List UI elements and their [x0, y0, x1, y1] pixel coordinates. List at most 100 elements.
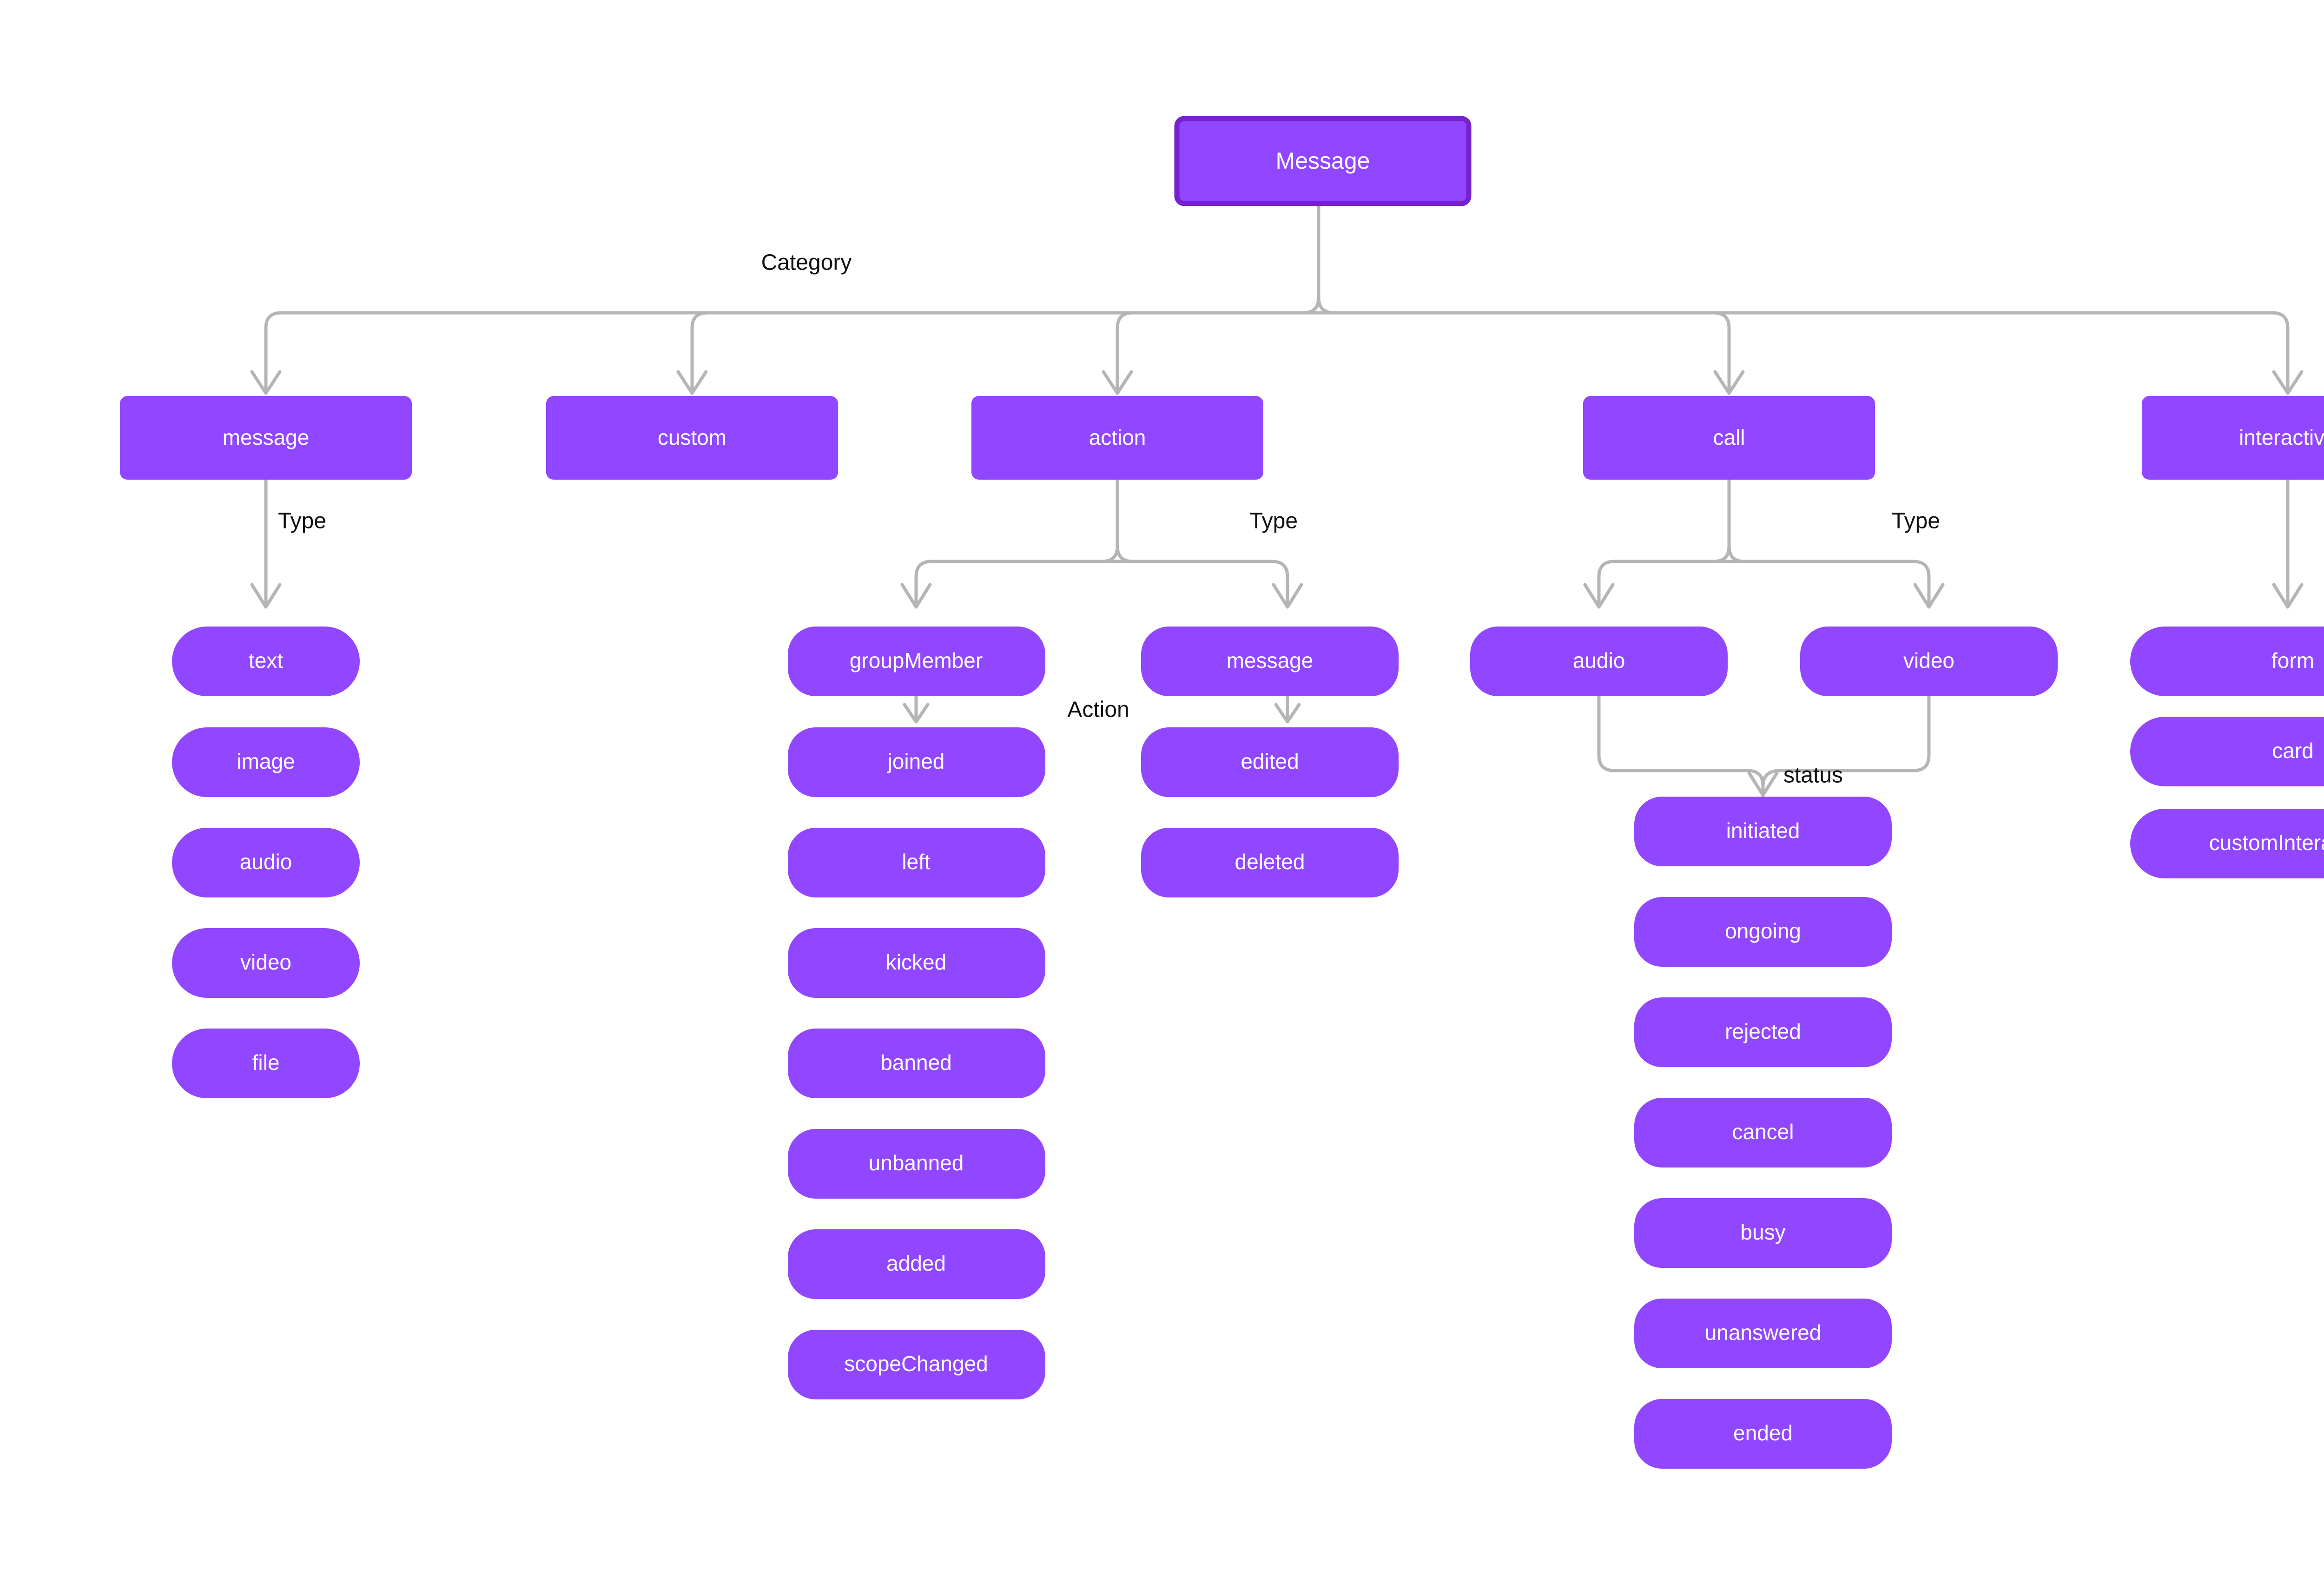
node-category-message[interactable]: message [120, 396, 412, 480]
node-groupmember-action-scopechanged-label: scopeChanged [844, 1352, 988, 1376]
node-call-status-cancel-box[interactable] [1634, 1098, 1892, 1167]
node-groupmember-action-added-box[interactable] [788, 1229, 1045, 1299]
node-groupmember-action-scopechanged-box[interactable] [788, 1330, 1045, 1399]
edge-status-down-right [1761, 769, 1782, 788]
node-interactive-type-form-label: form [2271, 648, 2314, 673]
node-interactive-type-form-box[interactable] [2130, 627, 2324, 696]
node-message-action-deleted-box[interactable] [1141, 828, 1399, 897]
arrowhead-action [1102, 370, 1133, 395]
node-interactive-type-card-box[interactable] [2130, 717, 2324, 786]
node-message-type-video[interactable]: video [172, 928, 360, 998]
node-groupmember-action-kicked[interactable]: kicked [788, 928, 1045, 998]
node-call-status-initiated-box[interactable] [1634, 797, 1892, 866]
node-call-status-cancel[interactable]: cancel [1634, 1098, 1892, 1167]
node-category-action-label: action [1089, 425, 1146, 449]
node-call-type-audio-box[interactable] [1470, 627, 1728, 696]
node-call-status-rejected[interactable]: rejected [1634, 997, 1892, 1067]
node-groupmember-action-scopechanged[interactable]: scopeChanged [788, 1330, 1045, 1399]
edge-label-type-call: Type [1892, 509, 1940, 534]
edge-label-action: Action [1067, 698, 1129, 722]
node-call-status-ongoing[interactable]: ongoing [1634, 897, 1892, 967]
node-category-interactive-box[interactable] [2142, 396, 2324, 480]
node-call-status-ended-box[interactable] [1634, 1399, 1892, 1469]
node-groupmember-action-added[interactable]: added [788, 1229, 1045, 1299]
node-call-status-unanswered-box[interactable] [1634, 1299, 1892, 1368]
node-groupmember-action-unbanned[interactable]: unbanned [788, 1129, 1045, 1199]
node-call-status-busy[interactable]: busy [1634, 1198, 1892, 1268]
node-message-type-text-box[interactable] [172, 627, 360, 696]
node-action-type-message-label: message [1227, 648, 1314, 673]
node-message-type-audio[interactable]: audio [172, 828, 360, 897]
node-category-interactive[interactable]: interactive [2142, 396, 2324, 480]
node-call-status-ended-label: ended [1733, 1421, 1793, 1445]
node-groupmember-action-banned-box[interactable] [788, 1029, 1045, 1098]
node-message-action-deleted[interactable]: deleted [1141, 828, 1399, 897]
node-message-action-edited[interactable]: edited [1141, 727, 1399, 797]
node-category-call-label: call [1713, 425, 1745, 449]
node-interactive-type-card[interactable]: card [2130, 717, 2324, 786]
edge-label-type-action: Type [1249, 509, 1298, 534]
node-call-status-initiated[interactable]: initiated [1634, 797, 1892, 866]
node-groupmember-action-left-box[interactable] [788, 828, 1045, 897]
edge-to-interactive [2271, 311, 2290, 392]
node-message-type-text[interactable]: text [172, 627, 360, 696]
node-category-call[interactable]: call [1583, 396, 1875, 480]
node-category-custom-box[interactable] [546, 396, 838, 480]
edge-labels-layer: Category Type Type Type Type Action stat… [278, 251, 1940, 788]
node-call-status-ongoing-box[interactable] [1634, 897, 1892, 967]
node-category-action[interactable]: action [971, 396, 1263, 480]
node-message-type-image-box[interactable] [172, 727, 360, 797]
node-message-action-edited-box[interactable] [1141, 727, 1399, 797]
node-groupmember-action-left-label: left [902, 850, 931, 874]
edge-root-trunk-left [1301, 296, 1320, 315]
node-call-status-ended[interactable]: ended [1634, 1399, 1892, 1469]
node-category-message-box[interactable] [120, 396, 412, 480]
node-call-status-busy-box[interactable] [1634, 1198, 1892, 1268]
node-root-message-box[interactable] [1174, 116, 1472, 206]
node-category-custom-label: custom [658, 425, 726, 449]
arrowhead-call [1713, 370, 1745, 395]
arrowhead-joined [903, 703, 930, 724]
node-groupmember-action-kicked-box[interactable] [788, 928, 1045, 998]
edge-to-message [264, 311, 283, 392]
node-groupmember-action-banned[interactable]: banned [788, 1029, 1045, 1098]
node-groupmember-action-left[interactable]: left [788, 828, 1045, 897]
edge-to-custom [690, 311, 709, 392]
node-message-type-file-box[interactable] [172, 1029, 360, 1098]
node-call-type-video[interactable]: video [1800, 627, 2058, 696]
node-interactive-type-custominteractive[interactable]: customInteractive [2130, 809, 2324, 878]
node-category-action-box[interactable] [971, 396, 1263, 480]
node-groupmember-action-joined[interactable]: joined [788, 727, 1045, 797]
node-category-custom[interactable]: custom [546, 396, 838, 480]
node-message-type-image[interactable]: image [172, 727, 360, 797]
edge-to-action [1116, 311, 1135, 392]
node-interactive-type-form[interactable]: form [2130, 627, 2324, 696]
node-action-type-message[interactable]: message [1141, 627, 1399, 696]
node-category-call-box[interactable] [1583, 396, 1875, 480]
node-call-type-video-box[interactable] [1800, 627, 2058, 696]
node-action-type-groupmember-box[interactable] [788, 627, 1045, 696]
node-message-type-file[interactable]: file [172, 1029, 360, 1098]
node-message-type-text-label: text [249, 648, 283, 673]
node-call-type-audio-label: audio [1573, 648, 1625, 673]
node-message-type-video-box[interactable] [172, 928, 360, 998]
node-call-status-unanswered[interactable]: unanswered [1634, 1299, 1892, 1368]
node-call-type-video-label: video [1903, 648, 1954, 673]
node-call-status-rejected-box[interactable] [1634, 997, 1892, 1067]
edge-call-to-audio [1597, 560, 1616, 606]
node-call-status-initiated-label: initiated [1726, 818, 1800, 843]
node-groupmember-action-unbanned-box[interactable] [788, 1129, 1045, 1199]
arrowhead-interactive [2272, 370, 2304, 395]
node-interactive-type-custominteractive-box[interactable] [2130, 809, 2324, 878]
node-call-status-busy-label: busy [1740, 1220, 1785, 1244]
node-call-type-audio[interactable]: audio [1470, 627, 1728, 696]
arrowhead-groupmember [900, 583, 932, 609]
node-root-message[interactable]: Message [1174, 116, 1472, 206]
node-groupmember-action-joined-box[interactable] [788, 727, 1045, 797]
node-message-type-audio-box[interactable] [172, 828, 360, 897]
node-action-type-groupmember[interactable]: groupMember [788, 627, 1045, 696]
node-interactive-type-custominteractive-label: customInteractive [2209, 831, 2324, 855]
edge-audio-to-status [1597, 693, 1750, 772]
node-action-type-message-box[interactable] [1141, 627, 1399, 696]
